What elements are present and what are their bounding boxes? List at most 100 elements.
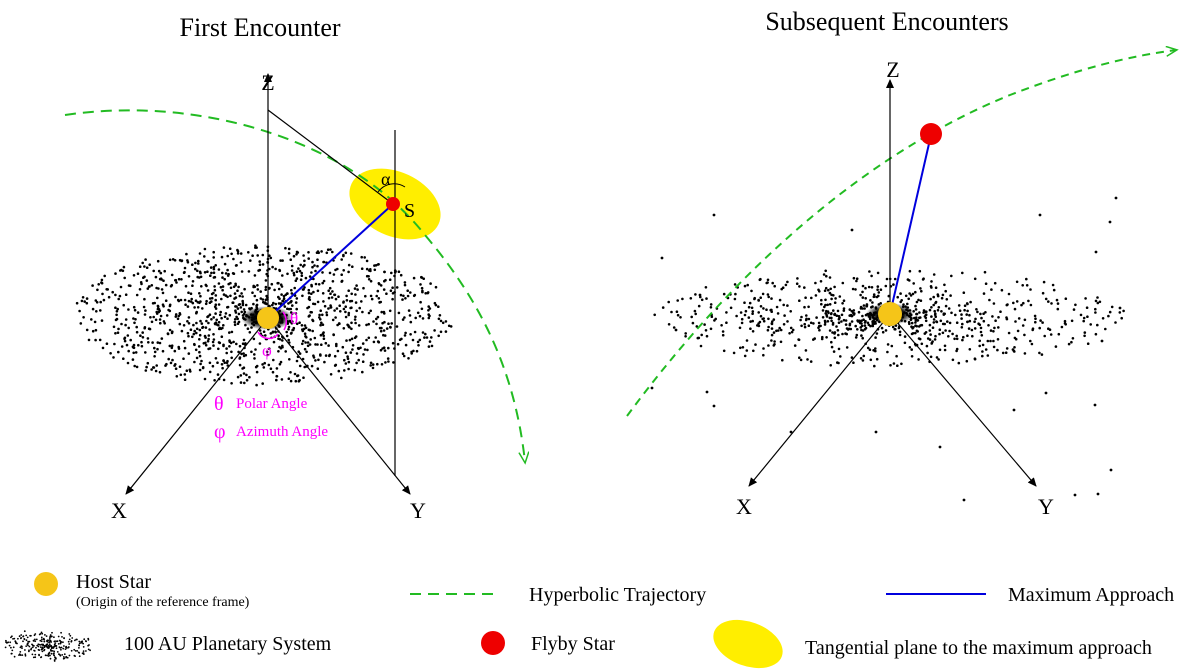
dust-particle [53,643,56,646]
dust-particle [344,362,348,365]
dust-particle [819,280,823,283]
dust-particle [343,369,346,372]
dust-particle [216,361,219,365]
dust-particle [917,298,920,302]
dust-particle [194,348,198,352]
dust-particle [306,344,310,348]
dust-particle [294,312,298,315]
dust-particle [828,276,832,279]
dust-particle [387,360,390,363]
dust-particle [39,639,42,642]
dust-particle [738,326,742,330]
dust-particle [940,310,943,313]
dust-particle [204,343,208,347]
dust-particle [68,643,71,645]
dust-particle [670,310,673,314]
dust-particle [43,640,46,643]
dust-particle [75,638,78,641]
dust-particle [58,639,61,642]
dust-particle [444,320,448,323]
dust-particle [212,265,216,269]
dust-particle [184,284,188,288]
dust-particle [36,644,39,647]
dust-particle [396,342,400,346]
dust-particle [62,641,64,644]
dust-particle [239,374,243,377]
dust-particle [291,328,294,332]
dust-particle [308,343,312,346]
dust-particle [805,314,808,317]
dust-particle [102,298,106,302]
dust-particle [406,294,410,298]
dust-particle [1104,327,1107,331]
dust-particle [281,299,284,303]
dust-particle [1012,408,1016,412]
dust-particle [251,291,254,295]
dust-particle [103,274,106,278]
dust-particle [1086,342,1090,346]
dust-particle [148,327,152,331]
dust-particle [833,332,836,335]
dust-particle [379,329,383,333]
dust-particle [244,353,248,357]
dust-particle [402,354,406,358]
dust-particle [252,302,255,306]
dust-particle [336,267,339,271]
dust-particle [312,290,315,294]
dust-particle [1108,220,1112,224]
dust-particle [772,331,776,334]
dust-particle [33,649,35,652]
dust-particle [693,309,697,313]
dust-particle [141,261,144,265]
dust-particle [290,269,294,272]
dust-particle [82,650,85,652]
dust-particle [158,277,162,281]
dust-particle [823,305,826,309]
dust-particle [697,304,701,308]
dust-particle [338,304,342,308]
dust-particle [311,260,314,264]
dust-particle [195,327,199,331]
dust-particle [815,316,818,319]
dust-particle [281,259,284,262]
dust-particle [781,358,784,362]
dust-particle [747,316,751,319]
dust-particle [360,267,364,271]
dust-particle [908,269,912,273]
dust-particle [254,365,258,369]
dust-particle [277,287,281,291]
dust-particle [364,294,367,298]
dust-particle [1108,310,1112,314]
dust-particle [746,283,749,287]
dust-particle [703,323,706,326]
dust-particle [800,324,803,328]
dust-particle [261,298,265,301]
dust-particle [198,354,202,358]
dust-particle [876,288,879,292]
dust-particle [48,638,51,640]
dust-particle [55,645,57,647]
dust-particle [749,320,752,323]
dust-particle [389,289,393,293]
dust-particle [228,345,231,348]
y-axis-label-left: Y [410,498,426,523]
dust-particle [209,274,212,278]
dust-particle [725,321,728,325]
dust-particle [177,277,181,281]
dust-particle [943,312,946,316]
dust-particle [244,342,247,345]
dust-particle [391,341,395,345]
dust-particle [61,636,63,638]
dust-particle [236,248,239,252]
dust-particle [705,297,708,300]
dust-particle [41,638,43,641]
dust-particle [208,297,212,300]
dust-particle [997,316,1000,319]
dust-particle [978,323,982,327]
dust-particle [370,297,374,301]
dust-particle [229,281,232,285]
dust-particle [316,343,319,346]
dust-particle [147,341,150,344]
dust-particle [223,262,227,266]
dust-particle [722,349,726,353]
